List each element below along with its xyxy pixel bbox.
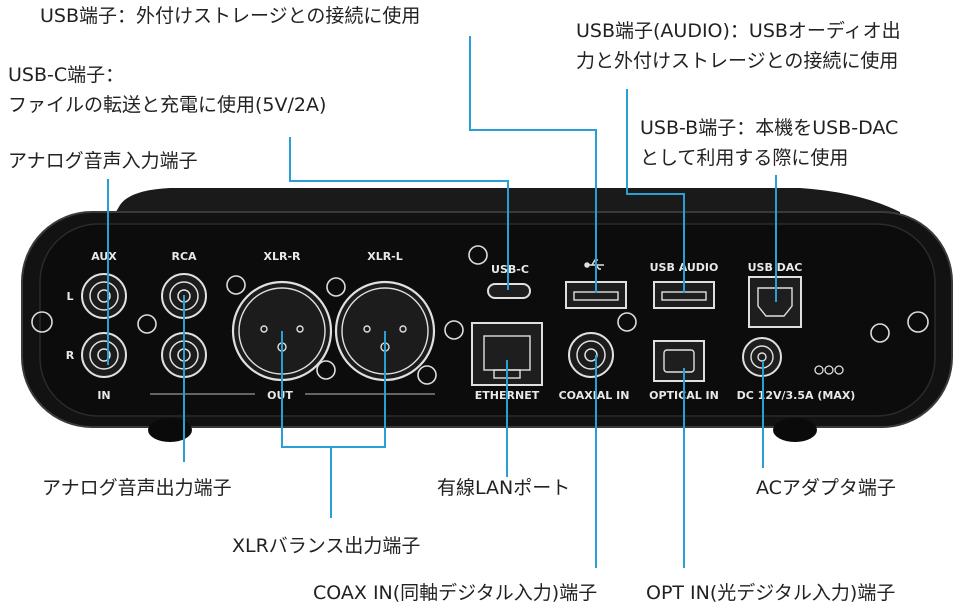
callout-opt: OPT IN(光デジタル入力)端子 [646, 582, 896, 604]
leader-usb-audio [626, 89, 685, 293]
screw-icon [617, 312, 637, 332]
label-coaxial-in: COAXIAL IN [559, 389, 630, 402]
callout-analog-out: アナログ音声出力端子 [42, 477, 232, 499]
polarity-icon [814, 365, 844, 375]
foot-left [148, 418, 192, 442]
screw-icon [468, 245, 488, 265]
callout-ac: ACアダプタ端子 [756, 477, 896, 499]
foot-right [773, 418, 817, 442]
callout-xlr: XLRバランス出力端子 [232, 535, 421, 557]
screw-icon [870, 323, 890, 343]
label-out: OUT [267, 389, 293, 402]
screw-icon [316, 360, 336, 380]
callout-lan: 有線LANポート [437, 477, 571, 499]
label-r: R [66, 349, 75, 362]
leader-usb-c [289, 137, 509, 290]
screw-icon [417, 365, 437, 385]
callout-usb-c-line1: USB-C端子： [8, 64, 125, 86]
screw-icon [31, 311, 53, 333]
callout-usb-b-line2: として利用する際に使用 [640, 147, 849, 169]
label-dc: DC 12V/3.5A (MAX) [737, 389, 856, 402]
label-l: L [66, 290, 73, 303]
label-xlr-r: XLR-R [264, 250, 302, 263]
label-rca: RCA [171, 250, 197, 263]
callout-usb-b-line1: USB-B端子：本機をUSB-DAC [640, 117, 899, 139]
callout-usb-c-line2: ファイルの転送と充電に使用(5V/2A) [8, 94, 327, 116]
label-aux: AUX [91, 250, 117, 263]
screw-icon [226, 275, 246, 295]
screw-icon [444, 320, 464, 340]
label-xlr-l: XLR-L [367, 250, 403, 263]
optical-port [653, 340, 705, 382]
aux-l-jack [81, 273, 127, 319]
leader-xlr [281, 331, 386, 518]
callout-analog-in: アナログ音声入力端子 [8, 150, 198, 172]
callout-coax: COAX IN(同軸デジタル入力)端子 [313, 582, 598, 604]
callout-usb-audio-line1: USB端子(AUDIO)：USBオーディオ出 [576, 20, 901, 42]
label-in: IN [97, 389, 110, 402]
leader-usb [469, 36, 597, 293]
callout-usb: USB端子：外付けストレージとの接続に使用 [40, 5, 421, 27]
screw-icon [907, 311, 929, 333]
aux-r-jack [81, 332, 127, 378]
screw-icon [137, 314, 157, 334]
callout-usb-audio-line2: 力と外付けストレージとの接続に使用 [576, 50, 899, 72]
screw-icon [326, 277, 346, 297]
label-usb-c: USB-C [491, 263, 529, 276]
coaxial-jack [568, 332, 614, 378]
